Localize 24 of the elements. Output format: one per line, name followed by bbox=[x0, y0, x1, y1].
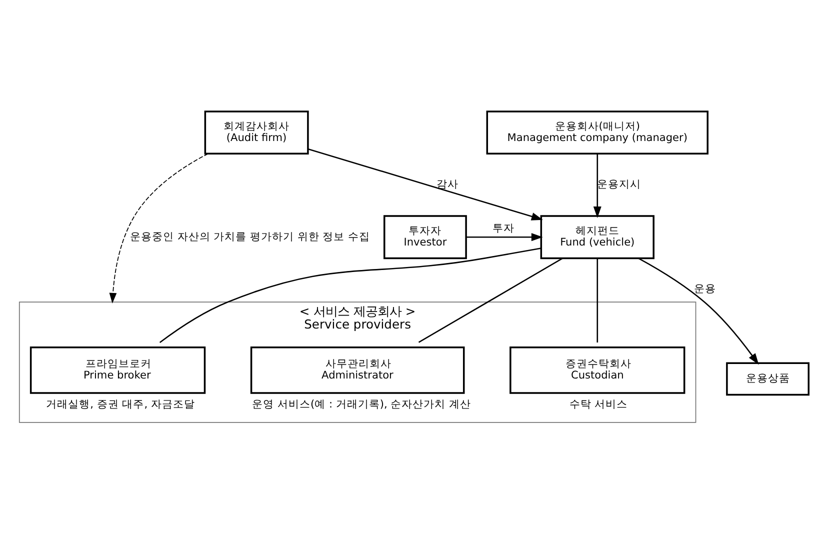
arrow bbox=[466, 233, 543, 242]
edge-label: 감사 bbox=[436, 178, 459, 191]
edge-label: 운용지시 bbox=[596, 178, 641, 191]
node-box: 회계감사회사 (Audit firm) bbox=[204, 110, 309, 155]
node-box: 투자자 Investor bbox=[384, 215, 467, 260]
node-box: 프라임브로커 Prime broker bbox=[30, 346, 206, 394]
arrow bbox=[638, 258, 759, 365]
node-box: 사무관리회사 Administrator bbox=[250, 346, 465, 394]
node-box: 운용상품 bbox=[726, 362, 810, 396]
connector bbox=[159, 248, 542, 344]
arrow bbox=[593, 154, 602, 218]
node-label: 거래실행, 증권 대주, 자금조달 bbox=[46, 398, 195, 411]
node-label: 수탁 서비스 bbox=[569, 398, 628, 411]
arrow bbox=[308, 148, 543, 220]
arrow bbox=[109, 153, 209, 304]
edge-label: 투자 bbox=[492, 222, 515, 234]
edge-label: 운용 bbox=[694, 283, 716, 296]
connector bbox=[418, 258, 564, 343]
edge-label: 운용중인 자산의 가치를 평가하기 위한 정보 수집 bbox=[130, 230, 370, 243]
node-box: 증권수탁회사 Custodian bbox=[510, 346, 686, 394]
node-box: 운용회사(매니저) Management company (manager) bbox=[486, 110, 708, 155]
connector bbox=[596, 258, 598, 342]
node-label: 운영 서비스(예 : 거래기록), 순자산가치 계산 bbox=[252, 398, 472, 411]
node-box: 헤지펀드 Fund (vehicle) bbox=[540, 215, 654, 260]
